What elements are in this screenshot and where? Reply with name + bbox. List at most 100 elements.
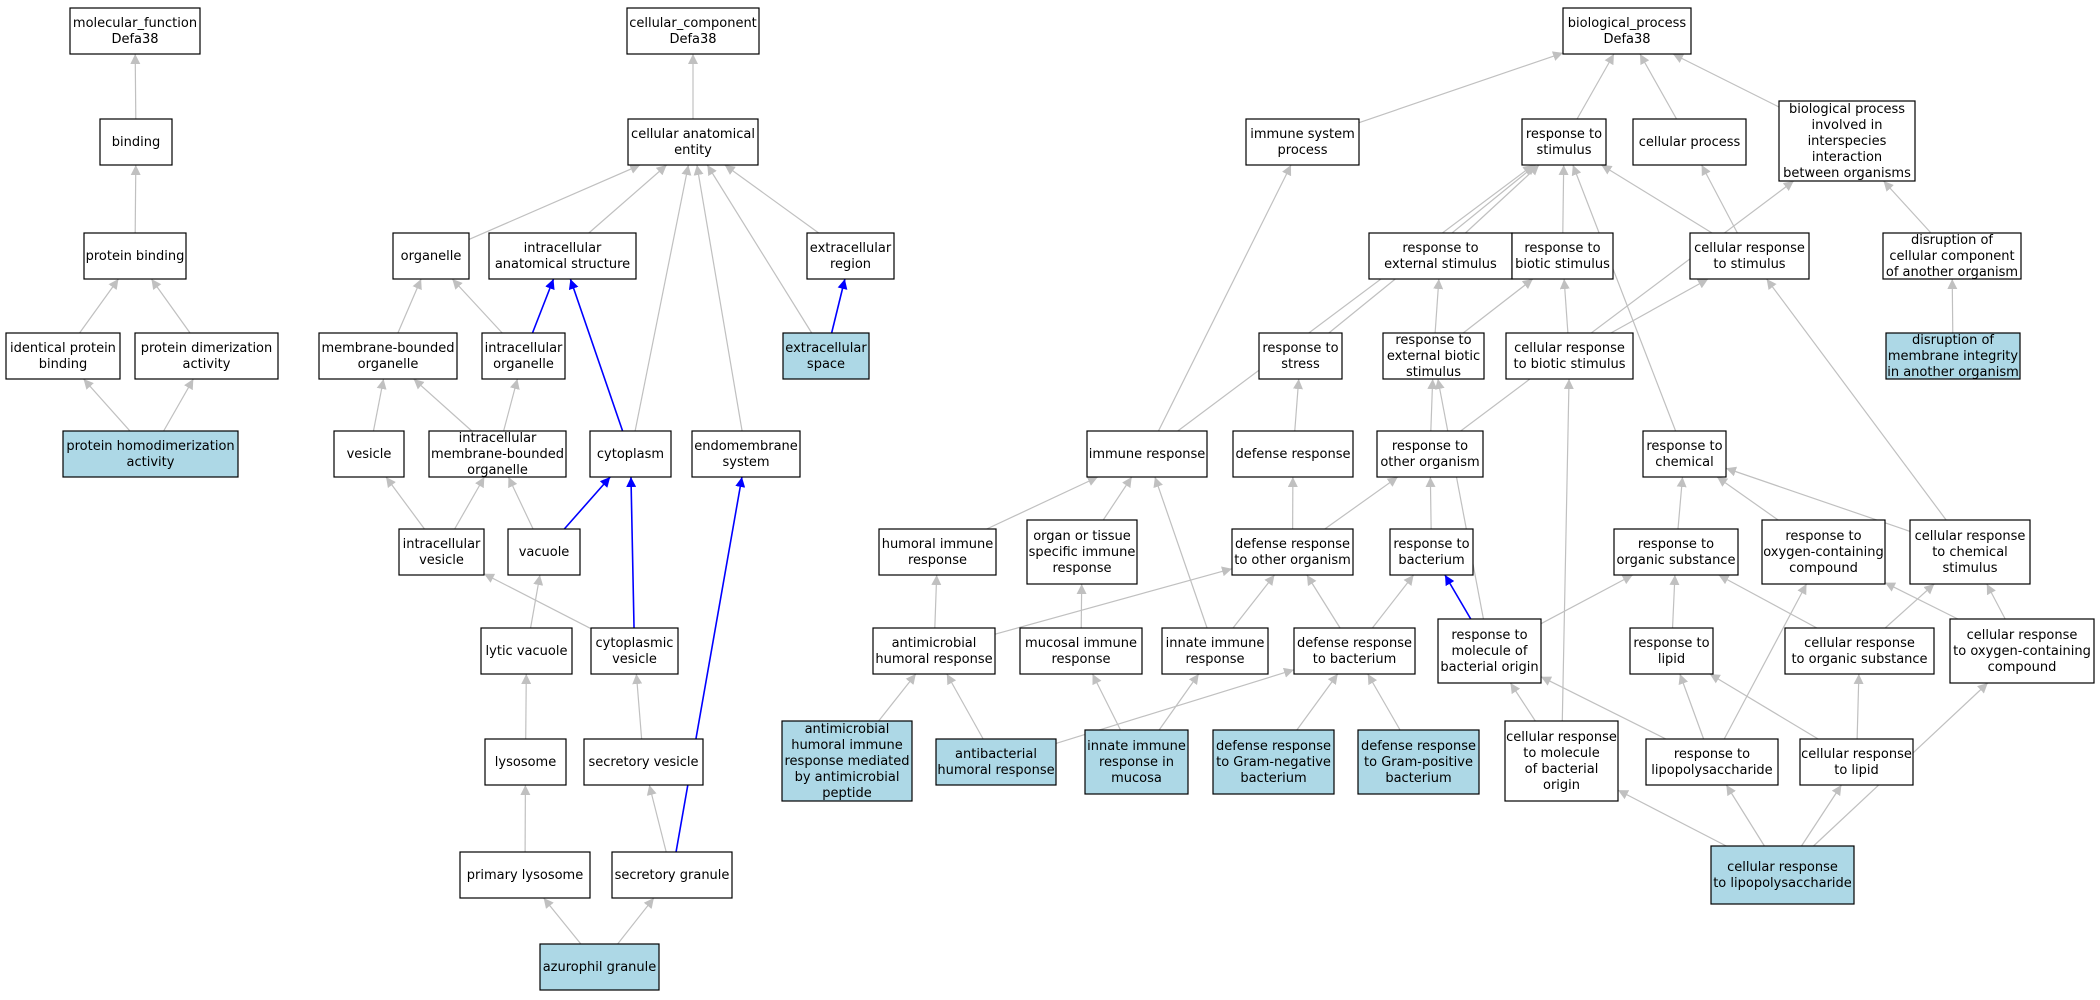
node-label-line: protein dimerization (141, 341, 273, 356)
node-secretory_vesicle[interactable]: secretory vesicle (583, 738, 704, 786)
edge-response_lps-to-response_molecule_bacterial (1540, 676, 1667, 740)
node-immune_response[interactable]: immune response (1086, 430, 1208, 478)
edge-disruption_cellular_component-to-bp_interspecies (1883, 180, 1932, 234)
node-box (806, 232, 895, 280)
node-binding[interactable]: binding (99, 118, 173, 166)
node-label-line: vesicle (347, 447, 392, 462)
node-label-line: binding (112, 135, 160, 150)
node-label-line: endomembrane (694, 439, 798, 454)
edge-cellular_response_oxygen-to-cellular_response_chemical (1986, 583, 2006, 620)
node-label-line: to chemical (1932, 545, 2008, 560)
node-label-line: response to (1392, 439, 1468, 454)
node-box (1232, 430, 1354, 478)
node-label-line: response to (1526, 127, 1602, 142)
node-label-line: cytoplasmic (596, 636, 674, 651)
node-label-line: chemical (1655, 455, 1713, 470)
node-label-line: external stimulus (1384, 257, 1497, 272)
node-secretory_granule[interactable]: secretory granule (611, 851, 733, 899)
node-label-line: stimulus (1536, 143, 1591, 158)
node-box (1258, 332, 1343, 380)
node-label-line: specific immune (1029, 545, 1136, 560)
node-box (589, 430, 672, 478)
node-label-line: compound (1789, 561, 1858, 576)
node-label-line: biotic stimulus (1515, 257, 1610, 272)
node-organelle[interactable]: organelle (392, 232, 470, 280)
node-azurophil_granule[interactable]: azurophil granule (539, 943, 660, 991)
node-lytic_vacuole[interactable]: lytic vacuole (480, 627, 573, 675)
node-label-line: extracellular (785, 341, 867, 356)
node-label-line: oxygen-containing (1763, 545, 1883, 560)
node-box (484, 738, 567, 786)
node-defense_response[interactable]: defense response (1232, 430, 1354, 478)
node-label-line: to stimulus (1713, 257, 1785, 272)
node-vacuole[interactable]: vacuole (507, 528, 581, 576)
edge-innate_immune-to-defense_other_organism (1232, 574, 1275, 629)
edge-extracellular_region-to-cell_anat_entity (724, 164, 820, 234)
node-box (1799, 738, 1914, 786)
edge-secretory_vesicle-to-cytoplasmic_vesicle (632, 673, 643, 740)
node-primary_lysosome[interactable]: primary lysosome (459, 851, 591, 899)
node-cytoplasm[interactable]: cytoplasm (589, 430, 672, 478)
node-vesicle[interactable]: vesicle (333, 430, 405, 478)
node-lysosome[interactable]: lysosome (484, 738, 567, 786)
edge-response_other_organism-to-bp_interspecies (1460, 180, 1795, 432)
node-protein_binding[interactable]: protein binding (83, 232, 187, 280)
node-cellular_process[interactable]: cellular process (1632, 118, 1747, 166)
edge-response_organic_substance-to-response_to_chemical (1676, 476, 1687, 530)
edge-lytic_vacuole-to-vacuole (529, 574, 544, 629)
